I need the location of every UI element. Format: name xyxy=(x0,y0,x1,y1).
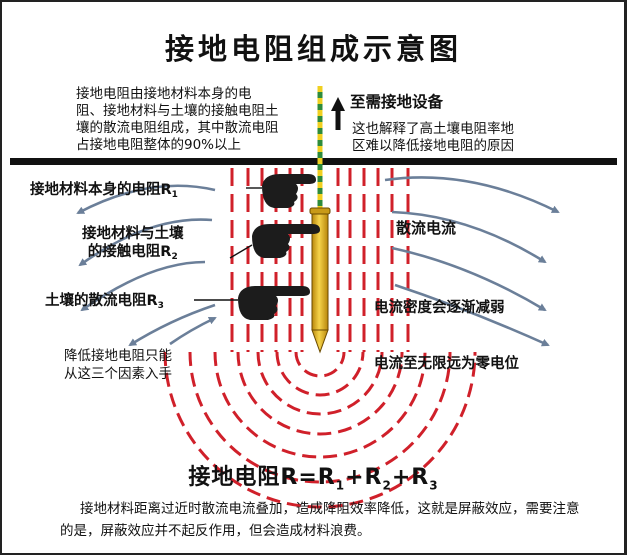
current-arc xyxy=(188,351,452,484)
pointing-hand-icon xyxy=(262,174,316,208)
r2-label-line: 接地材料与土壤 xyxy=(82,226,184,242)
density-decrease-label: 电流密度会逐渐减弱 xyxy=(374,300,505,316)
r1-subscript: 1 xyxy=(171,190,178,200)
curved-arrow-icon xyxy=(391,246,547,312)
formula-lhs: 接地电阻R=R xyxy=(188,465,336,490)
formula-sub-2: 2 xyxy=(382,478,392,493)
flow-arrows xyxy=(76,176,560,347)
shielding-effect-note: 接地材料距离过近时散流电流叠加，造成降阻效率降低，这就是屏蔽效应，需要注意的是，… xyxy=(60,501,580,539)
current-arc xyxy=(163,351,477,509)
formula-plus-2: +R xyxy=(391,465,430,490)
formula-sub-3: 3 xyxy=(429,478,439,493)
description-line: 接地电阻由接地材料本身的电 xyxy=(76,86,252,102)
resistivity-note-line: 区难以降低接地电阻的原因 xyxy=(352,138,514,154)
curved-arrow-icon xyxy=(78,218,213,267)
current-arcs xyxy=(163,351,477,509)
current-arc xyxy=(275,351,365,397)
curved-arrow-icon xyxy=(384,176,560,214)
reduce-note: 降低接地电阻只能 从这三个因素入手 xyxy=(64,347,172,383)
r2-subscript: 2 xyxy=(171,252,178,262)
r2-label-text: 的接触电阻R xyxy=(87,244,172,260)
pointing-hand-icon xyxy=(252,224,320,258)
page-title: 接地电阻组成示意图 xyxy=(164,32,462,66)
reduce-note-line: 降低接地电阻只能 xyxy=(64,348,172,364)
current-lines xyxy=(230,168,410,352)
reduce-note-line: 从这三个因素入手 xyxy=(64,366,172,382)
current-flow-label: 散流电流 xyxy=(396,219,457,237)
curved-arrow-icon xyxy=(80,260,206,312)
curved-arrow-icon xyxy=(128,303,216,347)
resistance-formula: 接地电阻R=R1+R2+R3 xyxy=(0,459,627,492)
r2-label-line: 的接触电阻R2 xyxy=(82,243,184,266)
r3-subscript: 3 xyxy=(157,301,164,311)
resistivity-note: 这也解释了高土壤电阻率地 区难以降低接地电阻的原因 xyxy=(352,121,514,155)
r3-label: 土壤的散流电阻R3 xyxy=(45,292,164,315)
r2-connector xyxy=(229,244,253,259)
r3-label-text: 土壤的散流电阻R xyxy=(45,293,158,309)
r1-label-text: 接地材料本身的电阻R xyxy=(30,182,172,198)
current-arc xyxy=(236,351,404,436)
curved-arrow-icon xyxy=(76,184,216,215)
ground-electrode xyxy=(309,207,331,354)
curved-arrow-icon xyxy=(394,283,550,347)
current-arc xyxy=(294,351,346,378)
composition-description: 接地电阻由接地材料本身的电 阻、接地材料与土壤的接触电阻土 壤的散流电阻组成，其… xyxy=(76,86,279,154)
ground-surface xyxy=(10,158,617,165)
description-line: 壤的散流电阻组成，其中散流电阻 xyxy=(76,120,279,136)
zero-potential-label: 电流至无限远为零电位 xyxy=(374,356,519,372)
r1-label: 接地材料本身的电阻R1 xyxy=(30,181,178,204)
curved-arrow-icon xyxy=(391,210,547,264)
reduce-pointer-arrow xyxy=(169,316,217,346)
equipment-label: 至需接地设备 xyxy=(350,93,444,111)
pointing-hand-icon xyxy=(238,286,310,320)
current-arc xyxy=(213,351,427,459)
resistivity-note-line: 这也解释了高土壤电阻率地 xyxy=(352,121,514,137)
formula-sub-1: 1 xyxy=(335,478,346,493)
current-arc xyxy=(256,351,384,416)
formula-plus-1: +R xyxy=(345,465,383,490)
description-line: 占接地电阻整体的90%以上 xyxy=(76,137,242,153)
r2-label: 接地材料与土壤 的接触电阻R2 xyxy=(82,225,184,266)
description-line: 阻、接地材料与土壤的接触电阻土 xyxy=(76,103,279,119)
